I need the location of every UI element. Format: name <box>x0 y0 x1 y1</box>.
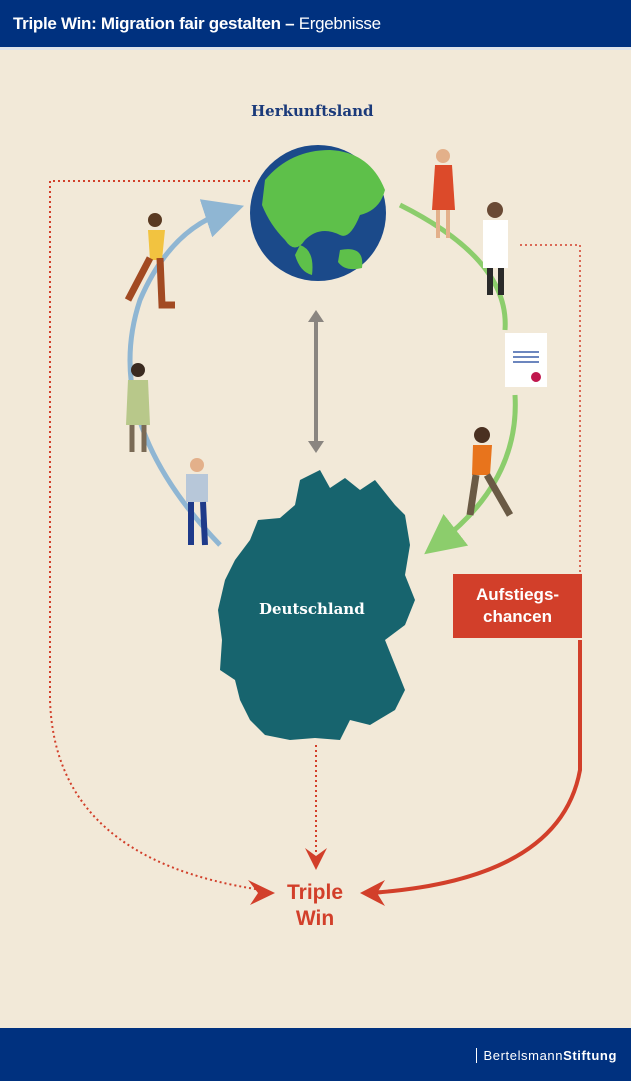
person-running-orange-icon <box>466 427 514 517</box>
advancement-line1: Aufstiegs- <box>475 585 560 604</box>
migration-arrow-green <box>398 202 518 542</box>
dotted-path-left <box>49 180 263 891</box>
arrowhead-left <box>248 880 275 905</box>
germany-label: Deutschland <box>259 600 365 618</box>
person-woman-green-icon <box>126 363 150 452</box>
page-title: Triple Win: Migration fair gestalten – E… <box>13 14 381 33</box>
footer-bar: BertelsmannStiftung <box>0 1028 631 1081</box>
certificate-icon <box>505 333 547 387</box>
triple-win-line1: Triple <box>286 881 344 904</box>
person-glasses-icon <box>186 458 208 546</box>
germany-map <box>218 470 415 740</box>
brand-logo: BertelsmannStiftung <box>475 1048 618 1063</box>
origin-country-label: Herkunftsland <box>251 102 374 120</box>
dotted-path-right-top <box>520 244 581 630</box>
advancement-box: Aufstiegs- chancen <box>453 574 582 638</box>
header-bar: Triple Win: Migration fair gestalten – E… <box>0 0 631 50</box>
triple-win-line2: Win <box>295 907 335 930</box>
triple-win-label: Triple Win <box>270 880 360 932</box>
person-running-yellow-icon <box>124 213 175 309</box>
return-arrow-blue <box>127 199 245 547</box>
arrowhead-right <box>360 880 385 906</box>
person-woman-red-icon <box>432 149 455 238</box>
exchange-double-arrow <box>308 310 324 453</box>
solid-path-right <box>369 640 582 895</box>
triple-win-diagram <box>49 145 582 906</box>
person-doctor-icon <box>483 202 508 295</box>
advancement-line2: chancen <box>483 607 552 626</box>
globe-icon <box>250 145 386 281</box>
arrowhead-center <box>305 848 327 870</box>
